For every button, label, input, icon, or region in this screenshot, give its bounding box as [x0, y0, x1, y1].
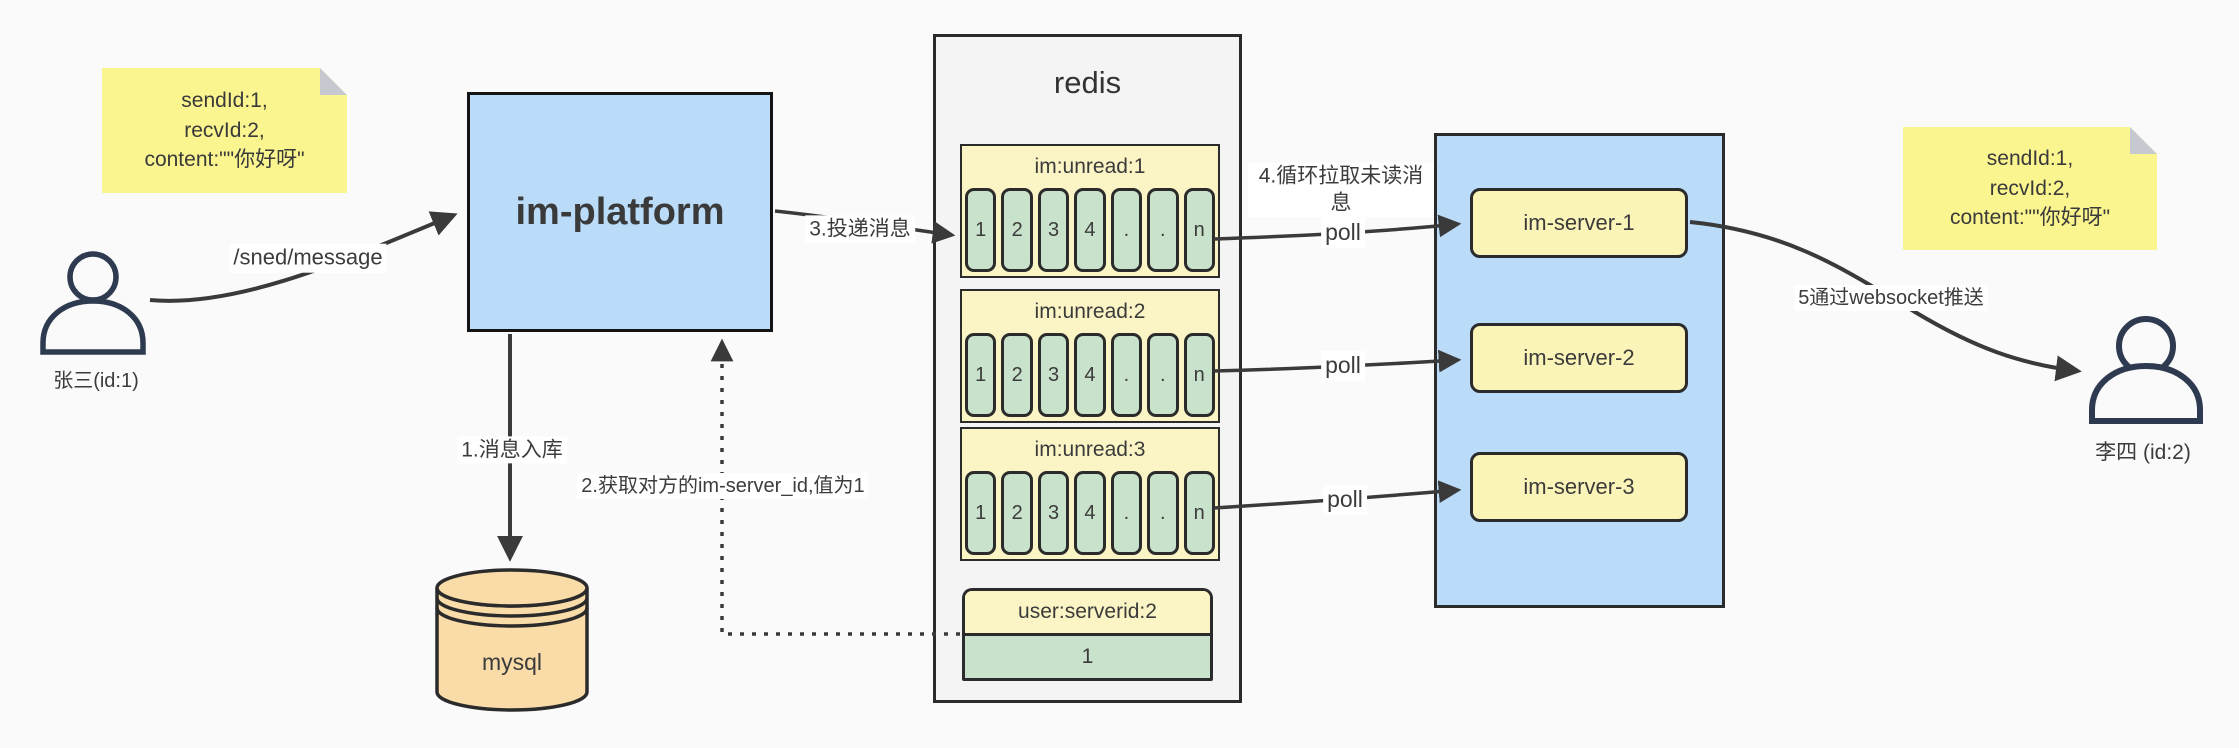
queue-cell: . [1147, 333, 1179, 417]
queue-cell: . [1110, 471, 1143, 555]
queue-header: im:unread:3 [1034, 438, 1146, 461]
user-icon-receiver [2089, 316, 2203, 424]
user-icon-sender [40, 251, 146, 355]
edge-label-push: 5通过websocket推送 [1794, 285, 1988, 311]
queue-cell: 3 [1037, 471, 1070, 555]
im-platform-node: im-platform [467, 92, 773, 332]
kv-value: 1 [965, 636, 1210, 678]
db-label: mysql [482, 649, 542, 675]
sticky-note-receiver: sendId:1, recvId:2, content:""你好呀" [1903, 127, 2157, 250]
queue-cell: 2 [1001, 333, 1033, 417]
sticky-note-sender: sendId:1, recvId:2, content:""你好呀" [102, 68, 347, 193]
queue-cell: 3 [1037, 333, 1070, 417]
queue-cell: . [1147, 188, 1179, 272]
person-head [67, 251, 119, 303]
queue-cell: 4 [1074, 333, 1106, 417]
queue-cell: 2 [1001, 471, 1033, 555]
queue-cell: n [1183, 188, 1215, 272]
edge-label-get-server-id: 2.获取对方的im-server_id,值为1 [577, 473, 869, 499]
edge-label-poll-1: poll [1321, 218, 1365, 248]
im-server-2-node: im-server-2 [1470, 323, 1688, 393]
redis-title: redis [1053, 65, 1122, 100]
queue-cell: 4 [1074, 188, 1106, 272]
im-servers-container: im-server-1 im-server-2 im-server-3 [1434, 133, 1725, 608]
queue-cell: 1 [965, 188, 997, 272]
queue-header: im:unread:1 [1034, 155, 1146, 178]
db-disk-line [435, 607, 589, 628]
receiver-label: 李四 (id:2) [2095, 441, 2191, 464]
sticky-note-text: sendId:1, recvId:2, content:""你好呀" [144, 88, 305, 172]
mysql-database: mysql [435, 568, 589, 712]
db-disk-line [435, 597, 589, 618]
queue-cell: n [1183, 471, 1215, 555]
queue-cell: n [1183, 333, 1215, 417]
queue-cell: . [1147, 471, 1179, 555]
queue-cell: . [1110, 333, 1143, 417]
edge-label-deliver: 3.投递消息 [805, 215, 915, 243]
im-server-1-node: im-server-1 [1470, 188, 1688, 258]
edge-label-poll-3: poll [1323, 485, 1367, 515]
sender-label: 张三(id:1) [53, 370, 139, 392]
edge-label-poll-2: poll [1321, 351, 1365, 381]
queue-cell: . [1110, 188, 1143, 272]
edge-label-store: 1.消息入库 [457, 436, 567, 464]
queue-cell: 3 [1037, 188, 1070, 272]
edge-label-poll-loop: 4.循环拉取未读消息 [1248, 162, 1434, 218]
queue-cell: 1 [965, 471, 997, 555]
person-body [2089, 362, 2203, 424]
queue-cell: 4 [1074, 471, 1106, 555]
db-cylinder-top [435, 568, 589, 608]
kv-key: user:serverid:2 [965, 591, 1210, 636]
person-body [40, 298, 146, 355]
sticky-note-text: sendId:1, recvId:2, content:""你好呀" [1949, 146, 2111, 230]
im-server-3-node: im-server-3 [1470, 452, 1688, 522]
edge-label-send: /sned/message [229, 243, 387, 273]
queue-header: im:unread:2 [1034, 300, 1146, 323]
user-serverid-block: user:serverid:2 1 [962, 588, 1213, 681]
queue-cell: 1 [965, 333, 997, 417]
queue-cell: 2 [1001, 188, 1033, 272]
